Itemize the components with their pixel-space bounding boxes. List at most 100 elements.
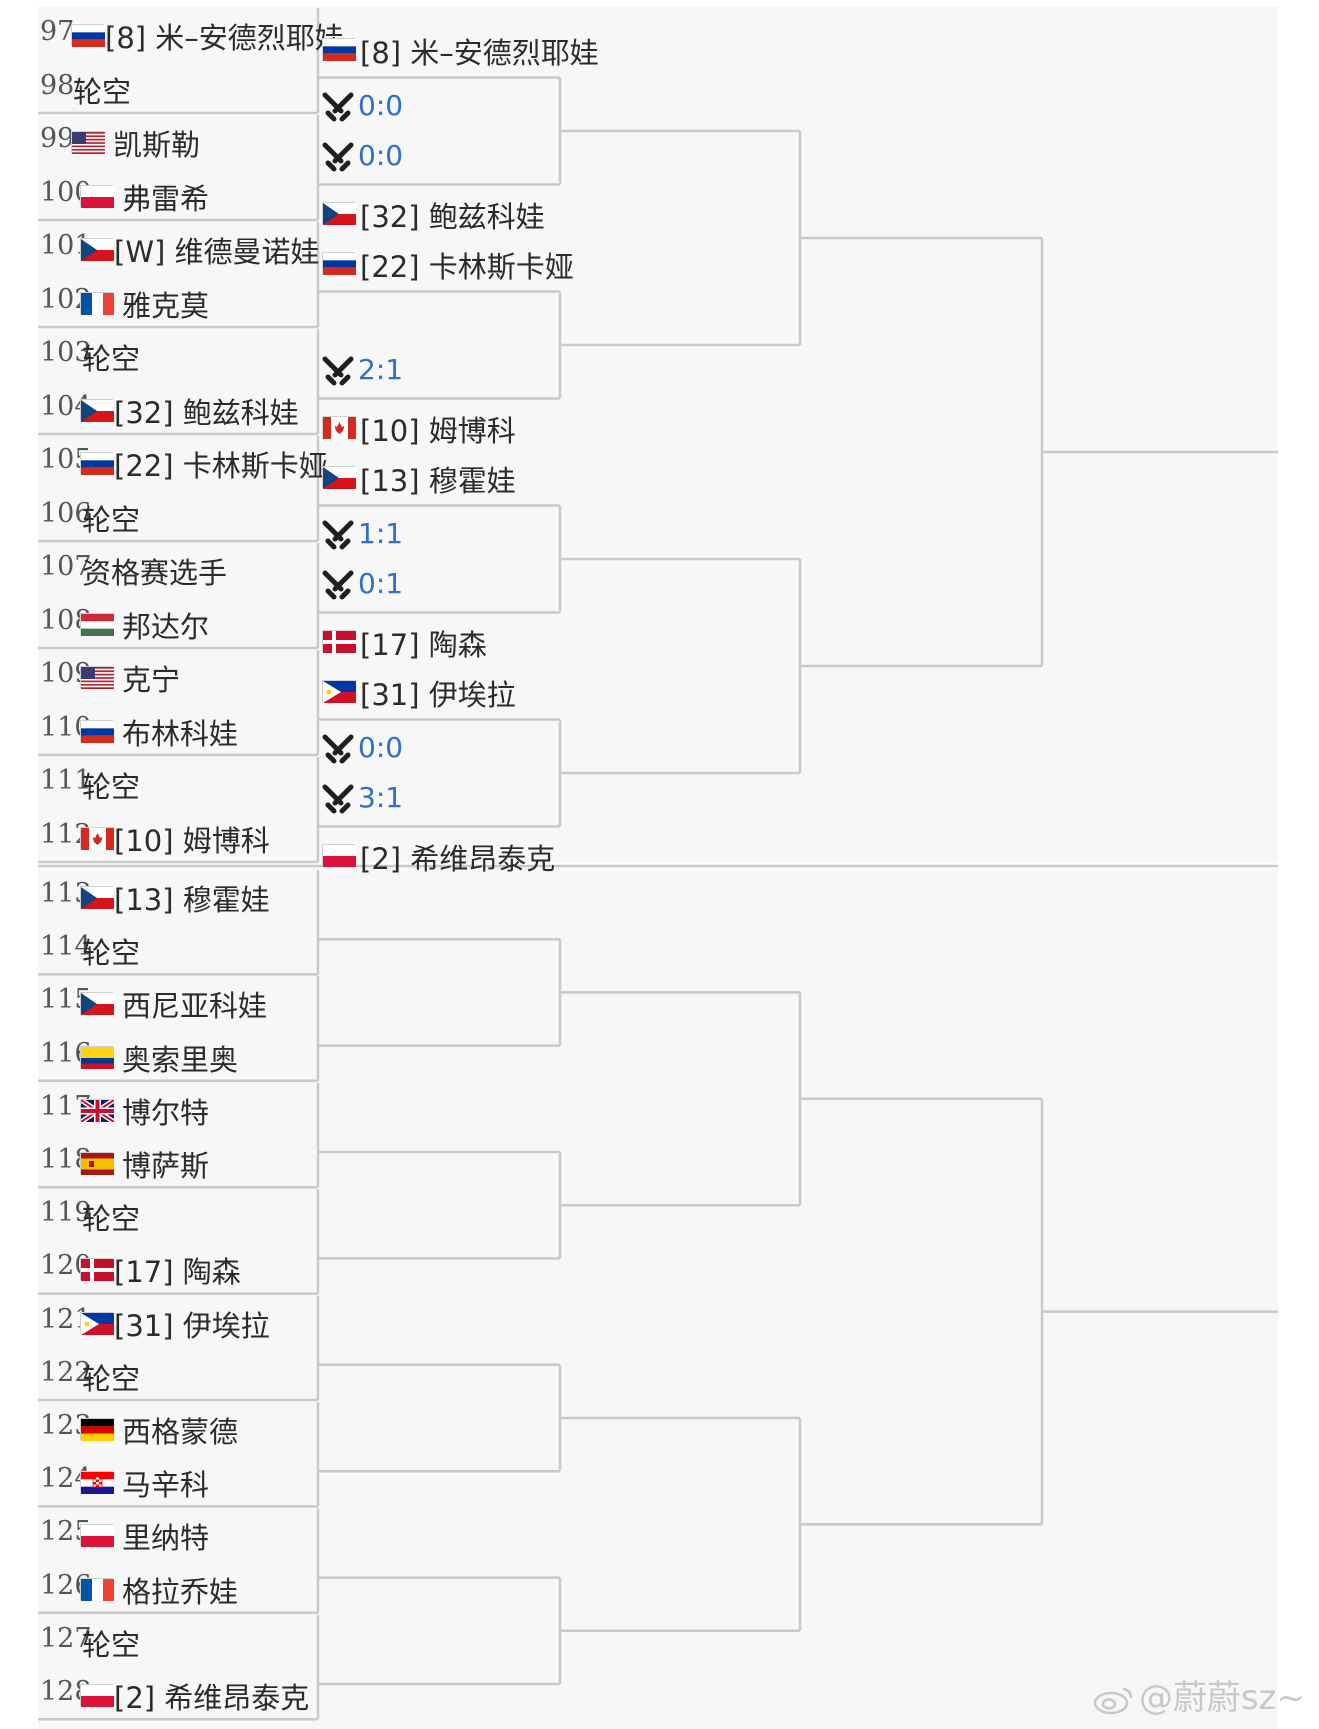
flag-icon xyxy=(80,1045,114,1069)
flag-icon xyxy=(80,719,114,743)
match-score[interactable]: 3:1 xyxy=(358,781,404,814)
round1-slot[interactable]: 120[17] 陶森 xyxy=(38,1242,318,1295)
player-name: 轮空 xyxy=(82,342,141,376)
player-name: 轮空 xyxy=(82,770,141,804)
round1-slot[interactable]: 99 凯斯勒 xyxy=(38,115,318,168)
player-name: 凯斯勒 xyxy=(113,128,201,162)
player-name: [17] 陶森 xyxy=(114,1255,241,1290)
draw-number: 114 xyxy=(40,931,92,963)
round1-slot[interactable]: 113[13] 穆霍娃 xyxy=(38,870,318,923)
match-score[interactable]: 0:0 xyxy=(358,731,404,764)
player-name: 西格蒙德 xyxy=(122,1415,239,1449)
player-name: [2] 希维昂泰克 xyxy=(360,842,556,876)
player-name: 克宁 xyxy=(122,663,181,697)
round2-match[interactable]: 0:0 xyxy=(322,133,562,173)
player-name: 轮空 xyxy=(73,74,132,109)
player-name: 资格赛选手 xyxy=(82,556,228,590)
bracket-section-bottom xyxy=(38,867,1278,1729)
player-name: [W] 维德曼诺娃 xyxy=(114,235,320,269)
flag-icon xyxy=(80,1577,114,1601)
player-name: 里纳特 xyxy=(122,1521,210,1556)
player-name: [8] 米–安德烈耶娃 xyxy=(105,21,344,55)
player-name: [32] 鲍兹科娃 xyxy=(360,200,545,234)
player-name: 布林科娃 xyxy=(122,716,239,751)
flag-icon xyxy=(322,680,356,703)
match-score[interactable]: 0:0 xyxy=(358,89,404,122)
draw-number: 98 xyxy=(40,69,75,101)
round2-player[interactable]: [31] 伊埃拉 xyxy=(322,668,562,712)
match-score[interactable]: 2:1 xyxy=(358,353,404,386)
round1-slot[interactable]: 101[W] 维德曼诺娃 xyxy=(38,222,320,275)
round1-slot[interactable]: 104[32] 鲍兹科娃 xyxy=(38,383,318,436)
round2-match[interactable]: 0:1 xyxy=(322,561,562,601)
player-name: 轮空 xyxy=(82,1202,141,1237)
draw-number: 97 xyxy=(40,16,75,47)
round2-player[interactable]: [22] 卡林斯卡娅 xyxy=(322,240,574,284)
draw-number: 99 xyxy=(40,123,75,154)
player-name: 马辛科 xyxy=(122,1468,210,1503)
flag-icon xyxy=(80,992,114,1016)
round1-slot[interactable]: 105[22] 卡林斯卡娅 xyxy=(38,436,328,489)
flag-icon xyxy=(80,1524,114,1548)
round2-match[interactable]: 0:0 xyxy=(322,725,562,765)
round1-slot[interactable]: 97 [8] 米–安德烈耶娃 xyxy=(38,8,344,61)
flag-icon xyxy=(79,1097,116,1124)
player-name: [31] 伊埃拉 xyxy=(360,678,516,712)
draw-number: 127 xyxy=(40,1622,92,1654)
flag-icon xyxy=(80,398,114,422)
round2-player[interactable]: [10] 姆博科 xyxy=(322,404,562,448)
round2-player[interactable]: [2] 希维昂泰克 xyxy=(322,832,562,876)
flag-icon xyxy=(322,252,356,275)
round2-player[interactable]: [13] 穆霍娃 xyxy=(322,454,562,498)
round1-slot[interactable]: 128[2] 希维昂泰克 xyxy=(38,1668,318,1721)
player-name: 弗雷希 xyxy=(122,181,210,216)
round2-match[interactable]: 0:0 xyxy=(322,83,562,123)
player-name: 雅克莫 xyxy=(122,288,210,323)
round2-match[interactable]: 2:1 xyxy=(322,347,562,387)
round2-match[interactable]: 3:1 xyxy=(322,775,562,815)
round2-player[interactable]: [17] 陶森 xyxy=(322,618,562,662)
flag-icon xyxy=(322,416,356,439)
round1-slot[interactable]: 112[10] 姆博科 xyxy=(38,811,318,864)
flag-icon xyxy=(80,886,114,909)
player-name: [10] 姆博科 xyxy=(114,823,270,858)
player-name: [10] 姆博科 xyxy=(360,414,516,448)
player-name: [31] 伊埃拉 xyxy=(114,1308,270,1343)
match-score[interactable]: 1:1 xyxy=(358,517,404,550)
flag-icon xyxy=(71,24,105,47)
player-name: 轮空 xyxy=(82,502,141,537)
match-score[interactable]: 0:0 xyxy=(358,139,404,172)
round2-player[interactable]: [8] 米–安德烈耶娃 xyxy=(322,26,599,70)
round2-empty xyxy=(322,297,562,337)
match-score[interactable]: 0:1 xyxy=(358,567,404,600)
player-name: 轮空 xyxy=(82,1627,141,1662)
round1-slot[interactable]: 121[31] 伊埃拉 xyxy=(38,1296,318,1349)
flag-icon xyxy=(80,666,114,689)
player-name: [13] 穆霍娃 xyxy=(114,883,270,917)
flag-icon xyxy=(80,1258,114,1282)
round2-match[interactable]: 1:1 xyxy=(322,511,562,551)
round2-player[interactable]: [32] 鲍兹科娃 xyxy=(322,190,562,234)
